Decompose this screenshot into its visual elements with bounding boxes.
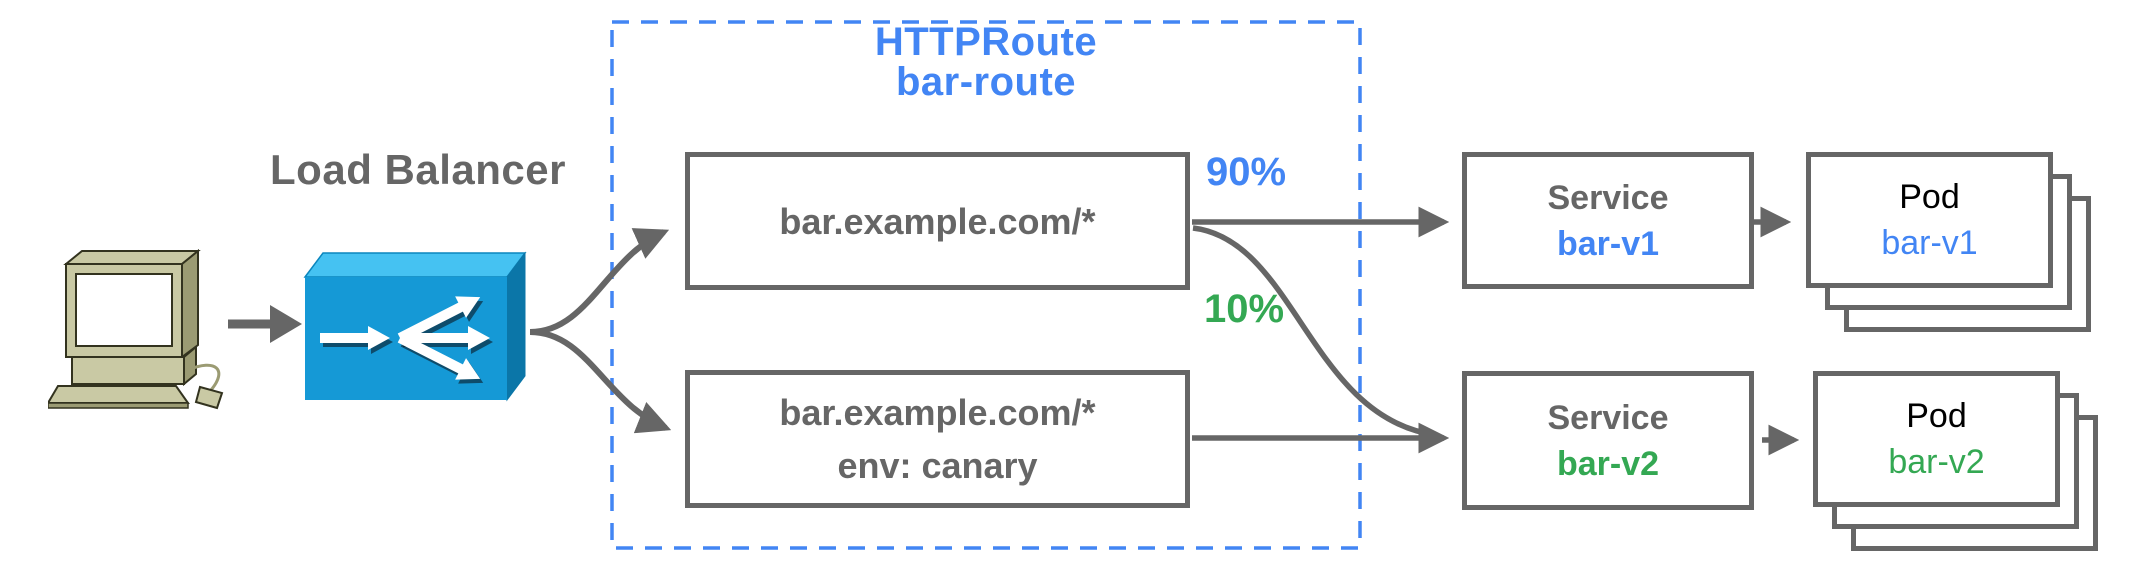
- httproute-title-name: bar-route: [895, 60, 1077, 104]
- load-balancer-label: Load Balancer: [270, 146, 566, 193]
- service2-name: bar-v2: [1556, 444, 1660, 483]
- weight-90-label: 90%: [1206, 150, 1287, 194]
- pod-bar-v2-box: Pod bar-v2: [1813, 371, 2060, 507]
- service1-kind: Service: [1547, 178, 1669, 217]
- service1-name: bar-v1: [1556, 224, 1660, 263]
- client-to-lb-arrow: [228, 305, 302, 343]
- pod2-kind: Pod: [1906, 397, 1967, 435]
- pod2-name: bar-v2: [1888, 443, 1985, 481]
- desktop-computer-icon: [48, 248, 224, 410]
- rule2-box: bar.example.com/* env: canary: [685, 370, 1190, 508]
- service-bar-v1-box: Service bar-v1: [1462, 152, 1754, 289]
- lb-split-arrows: [320, 296, 493, 384]
- service-bar-v2-box: Service bar-v2: [1462, 371, 1754, 510]
- load-balancer-icon: [303, 251, 527, 402]
- rule2-host: bar.example.com/*: [779, 392, 1096, 433]
- rule2-header-match: env: canary: [837, 445, 1038, 486]
- rule1-host: bar.example.com/*: [779, 200, 1096, 242]
- rule1-to-service2-curve: [1192, 225, 1437, 438]
- weight-10-label: 10%: [1204, 287, 1285, 331]
- service2-kind: Service: [1547, 398, 1669, 437]
- rule1-box: bar.example.com/*: [685, 152, 1190, 290]
- pod1-kind: Pod: [1899, 178, 1960, 216]
- lb-to-rule1-arrow: [529, 228, 670, 335]
- pod-bar-v1-box: Pod bar-v1: [1806, 152, 2053, 288]
- lb-to-rule2-arrow: [529, 329, 672, 434]
- httproute-title-kind: HTTPRoute: [874, 20, 1098, 64]
- pod1-name: bar-v1: [1881, 224, 1978, 262]
- httproute-title: HTTPRoute bar-route: [612, 22, 1360, 102]
